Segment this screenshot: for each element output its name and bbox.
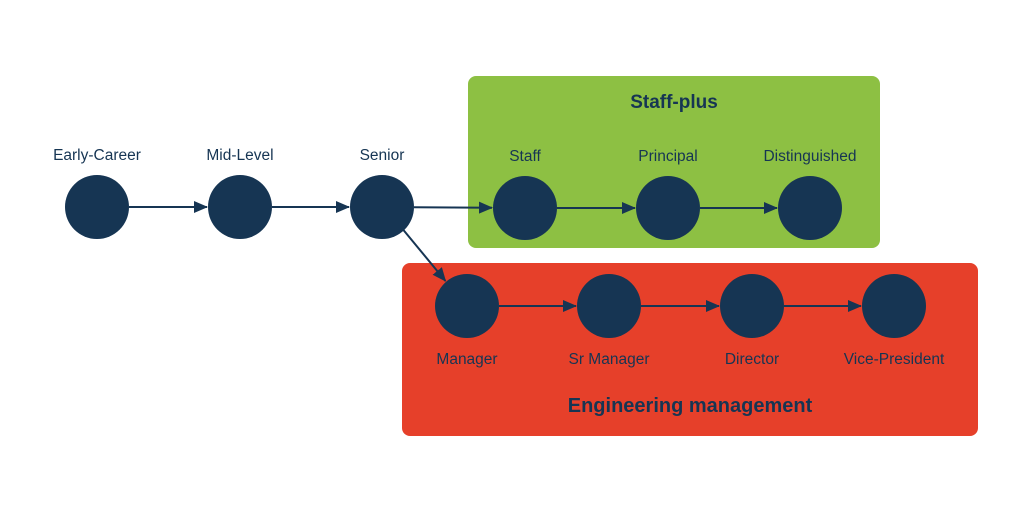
node-label-principal: Principal	[638, 148, 698, 165]
node-label-staff: Staff	[509, 148, 541, 165]
node-label-senior: Senior	[359, 147, 405, 164]
node-director	[720, 274, 784, 338]
node-label-director: Director	[724, 351, 780, 368]
node-staff	[493, 176, 557, 240]
node-label-manager: Manager	[436, 351, 498, 368]
node-senior	[350, 175, 414, 239]
node-vice-president	[862, 274, 926, 338]
arrow-senior-to-staff	[413, 201, 494, 214]
engineering-management-title: Engineering management	[567, 395, 813, 417]
node-label-distinguished: Distinguished	[763, 148, 857, 165]
node-label-early-career: Early-Career	[53, 147, 141, 164]
node-label-vice-president: Vice-President	[843, 351, 945, 368]
node-principal	[636, 176, 700, 240]
node-label-sr-manager: Sr Manager	[568, 351, 650, 368]
node-distinguished	[778, 176, 842, 240]
staff-plus-title: Staff-plus	[630, 92, 718, 113]
node-early-career	[65, 175, 129, 239]
arrow-senior-to-manager	[395, 220, 447, 282]
node-sr-manager	[577, 274, 641, 338]
node-manager	[435, 274, 499, 338]
node-label-mid-level: Mid-Level	[206, 147, 274, 164]
node-mid-level	[208, 175, 272, 239]
